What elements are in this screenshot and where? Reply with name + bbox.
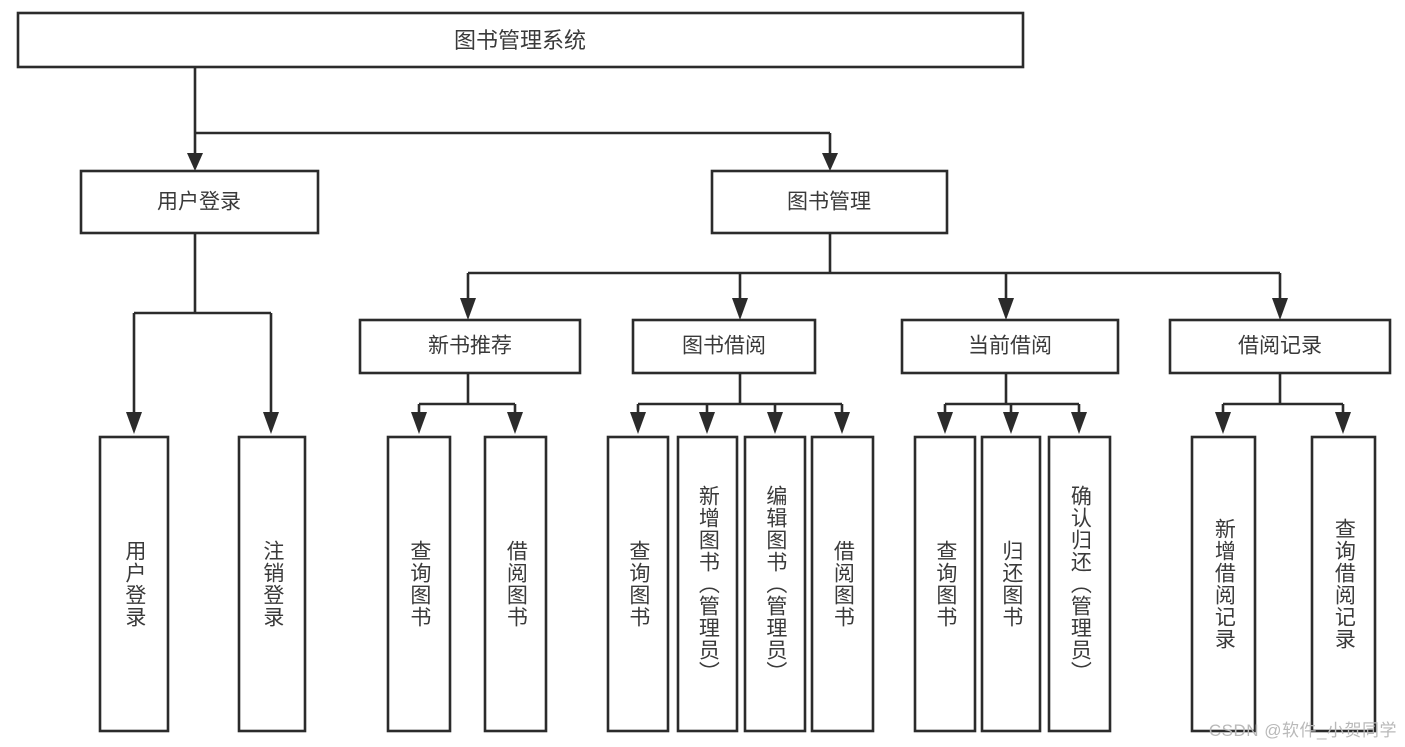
- arrowhead-leaf-logout: [263, 412, 279, 434]
- arrowhead-new-book: [460, 298, 476, 320]
- node-new-book-recommend-box[interactable]: [358, 318, 582, 375]
- arrowhead-cb-leaf-2: [1003, 412, 1019, 434]
- arrowhead-leaf-user-login: [126, 412, 142, 434]
- leaf-cb-query-book-box[interactable]: [913, 435, 977, 733]
- leaf-bb-borrow-book[interactable]: 借阅图书: [810, 435, 875, 733]
- leaf-br-add-record-box[interactable]: [1190, 435, 1257, 733]
- leaf-bb-edit-book[interactable]: 编辑图书（管理员）: [743, 435, 807, 733]
- leaf-nb-query-book-label: 查询图书: [407, 540, 431, 628]
- arrowhead-bb-leaf-1: [630, 412, 646, 434]
- arrowhead-cb-leaf-3: [1071, 412, 1087, 434]
- node-book-manage[interactable]: 图书管理: [710, 169, 949, 235]
- leaf-br-add-record[interactable]: 新增借阅记录: [1190, 435, 1257, 733]
- leaf-cb-return-book-label: 归还图书: [999, 540, 1023, 628]
- node-root-label: 图书管理系统: [454, 28, 586, 53]
- leaf-nb-query-book-box[interactable]: [386, 435, 452, 733]
- node-borrow-record-label: 借阅记录: [1238, 335, 1322, 358]
- leaf-user-login-label: 用户登录: [122, 540, 146, 628]
- arrowhead-nb-leaf-2: [507, 412, 523, 434]
- leaf-bb-query-book-label: 查询图书: [626, 540, 650, 628]
- arrowhead-cb-leaf-1: [937, 412, 953, 434]
- leaf-nb-borrow-book-box[interactable]: [483, 435, 548, 733]
- leaf-logout-box[interactable]: [237, 435, 307, 733]
- node-borrow-record[interactable]: 借阅记录: [1168, 318, 1392, 375]
- leaf-nb-borrow-book[interactable]: 借阅图书: [483, 435, 548, 733]
- leaf-bb-borrow-book-label: 借阅图书: [831, 540, 855, 628]
- arrowhead-book-manage: [822, 153, 838, 171]
- leaf-logout[interactable]: 注销登录: [237, 435, 307, 733]
- node-root-box[interactable]: [16, 11, 1025, 69]
- node-borrow-record-box[interactable]: [1168, 318, 1392, 375]
- node-book-manage-box[interactable]: [710, 169, 949, 235]
- leaf-user-login-box[interactable]: [98, 435, 170, 733]
- node-current-borrow-label: 当前借阅: [968, 335, 1052, 358]
- node-user-login-label: 用户登录: [157, 191, 241, 214]
- arrowhead-br-leaf-1: [1215, 412, 1231, 434]
- arrowhead-nb-leaf-1: [411, 412, 427, 434]
- leaf-cb-confirm-return-box[interactable]: [1047, 435, 1112, 733]
- arrowhead-book-borrow: [732, 298, 748, 320]
- node-new-book-recommend[interactable]: 新书推荐: [358, 318, 582, 375]
- leaf-bb-edit-book-label: 编辑图书（管理员）: [763, 485, 787, 683]
- leaf-bb-borrow-book-box[interactable]: [810, 435, 875, 733]
- arrowhead-bb-leaf-3: [767, 412, 783, 434]
- leaf-cb-query-book-label: 查询图书: [933, 540, 957, 628]
- node-book-borrow-box[interactable]: [631, 318, 817, 375]
- node-root[interactable]: 图书管理系统: [16, 11, 1025, 69]
- leaf-cb-confirm-return[interactable]: 确认归还（管理员）: [1047, 435, 1112, 733]
- node-current-borrow-box[interactable]: [900, 318, 1120, 375]
- leaf-br-query-record-label: 查询借阅记录: [1332, 518, 1356, 650]
- arrowhead-borrow-record: [1272, 298, 1288, 320]
- leaf-nb-query-book[interactable]: 查询图书: [386, 435, 452, 733]
- leaf-bb-add-book[interactable]: 新增图书（管理员）: [676, 435, 739, 733]
- leaf-cb-return-book[interactable]: 归还图书: [980, 435, 1042, 733]
- arrowhead-user-login: [187, 153, 203, 171]
- leaf-bb-query-book[interactable]: 查询图书: [606, 435, 670, 733]
- leaf-cb-query-book[interactable]: 查询图书: [913, 435, 977, 733]
- arrowhead-bb-leaf-4: [834, 412, 850, 434]
- leaf-br-query-record-box[interactable]: [1310, 435, 1377, 733]
- arrowhead-br-leaf-2: [1335, 412, 1351, 434]
- leaf-cb-confirm-return-label: 确认归还（管理员）: [1068, 485, 1092, 683]
- leaf-br-query-record[interactable]: 查询借阅记录: [1310, 435, 1377, 733]
- node-new-book-recommend-label: 新书推荐: [428, 335, 512, 358]
- leaf-cb-return-book-box[interactable]: [980, 435, 1042, 733]
- node-user-login-box[interactable]: [79, 169, 320, 235]
- leaf-logout-label: 注销登录: [260, 540, 284, 628]
- node-book-borrow[interactable]: 图书借阅: [631, 318, 817, 375]
- leaf-br-add-record-label: 新增借阅记录: [1212, 518, 1236, 650]
- arrowhead-current-borrow: [998, 298, 1014, 320]
- leaf-bb-add-book-box[interactable]: [676, 435, 739, 733]
- leaf-bb-add-book-label: 新增图书（管理员）: [696, 485, 720, 683]
- leaf-nb-borrow-book-label: 借阅图书: [504, 540, 528, 628]
- leaf-bb-edit-book-box[interactable]: [743, 435, 807, 733]
- connectors: [126, 67, 1351, 434]
- node-current-borrow[interactable]: 当前借阅: [900, 318, 1120, 375]
- arrowhead-bb-leaf-2: [699, 412, 715, 434]
- node-book-borrow-label: 图书借阅: [682, 335, 766, 358]
- leaf-user-login[interactable]: 用户登录: [98, 435, 170, 733]
- node-book-manage-label: 图书管理: [787, 191, 871, 214]
- node-user-login[interactable]: 用户登录: [79, 169, 320, 235]
- leaf-bb-query-book-box[interactable]: [606, 435, 670, 733]
